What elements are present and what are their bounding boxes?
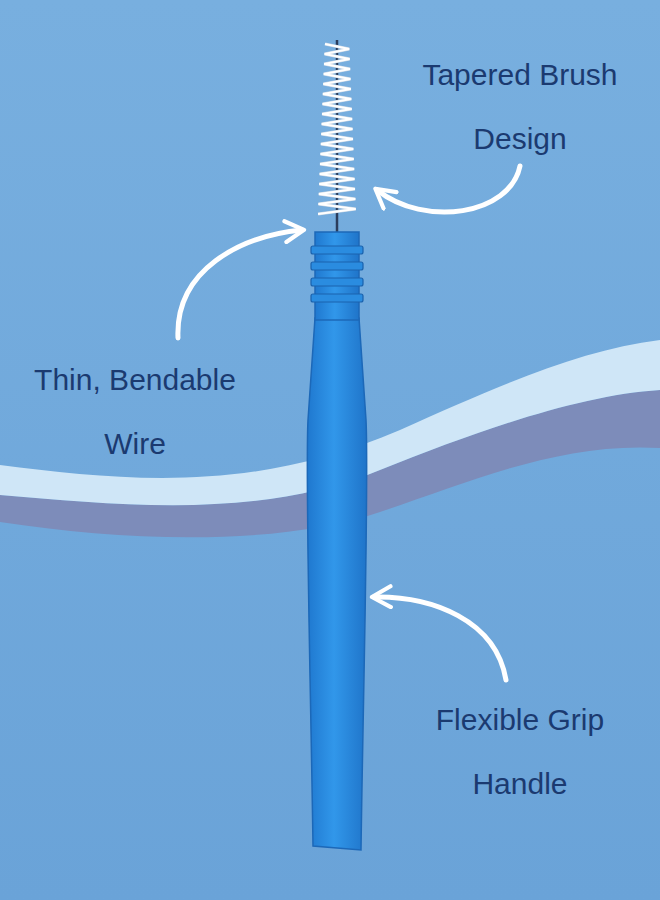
collar-rings	[311, 246, 363, 302]
collar-ring	[311, 246, 363, 254]
leader-arrow	[377, 166, 520, 212]
collar-ring	[311, 262, 363, 270]
callout-label: Tapered Brush Design	[400, 43, 640, 171]
bristle-stroke	[318, 44, 356, 214]
leader-arrow	[178, 230, 302, 338]
collar-ring	[311, 278, 363, 286]
callout-label: Thin, Bendable Wire	[20, 348, 250, 476]
handle	[307, 318, 367, 850]
leader-arrow	[374, 597, 506, 680]
bristles	[318, 44, 356, 214]
bristle-stroke	[318, 44, 356, 214]
callout-label: Flexible Grip Handle	[410, 688, 630, 816]
collar-ring	[311, 294, 363, 302]
collar	[315, 232, 359, 320]
